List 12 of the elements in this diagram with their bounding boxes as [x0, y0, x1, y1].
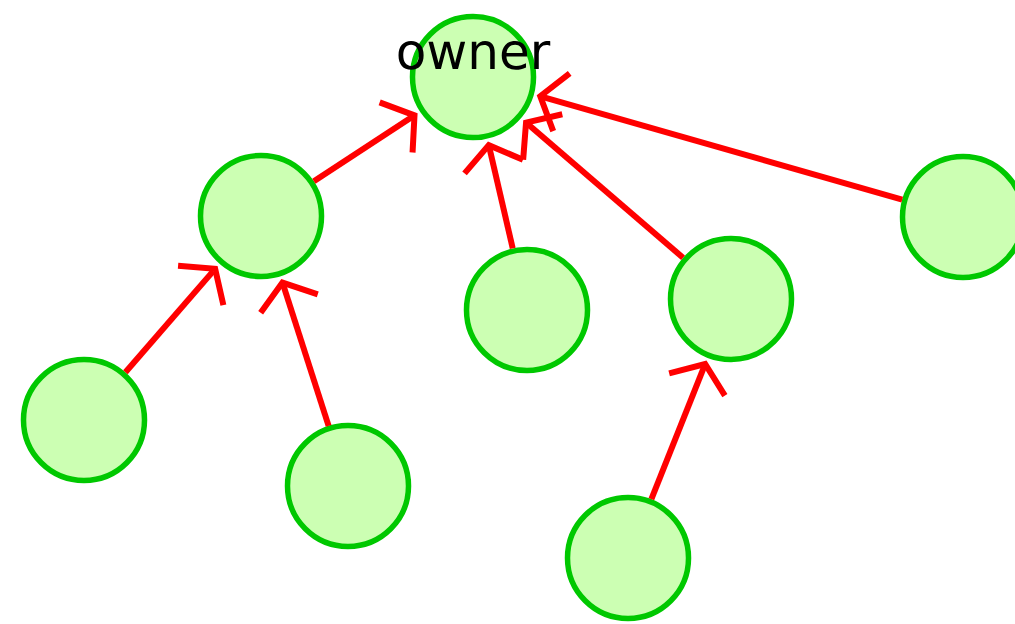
circle-node	[463, 246, 591, 374]
arrow	[536, 71, 904, 203]
circle-node	[667, 235, 795, 363]
arrow	[258, 279, 332, 427]
arrow	[123, 262, 227, 375]
circle-node	[284, 422, 412, 550]
arrow	[648, 360, 728, 501]
arrow	[520, 111, 686, 260]
circle-node	[197, 152, 325, 280]
circle-node	[20, 356, 148, 484]
circle-node	[899, 153, 1015, 281]
circle-node	[564, 494, 692, 622]
